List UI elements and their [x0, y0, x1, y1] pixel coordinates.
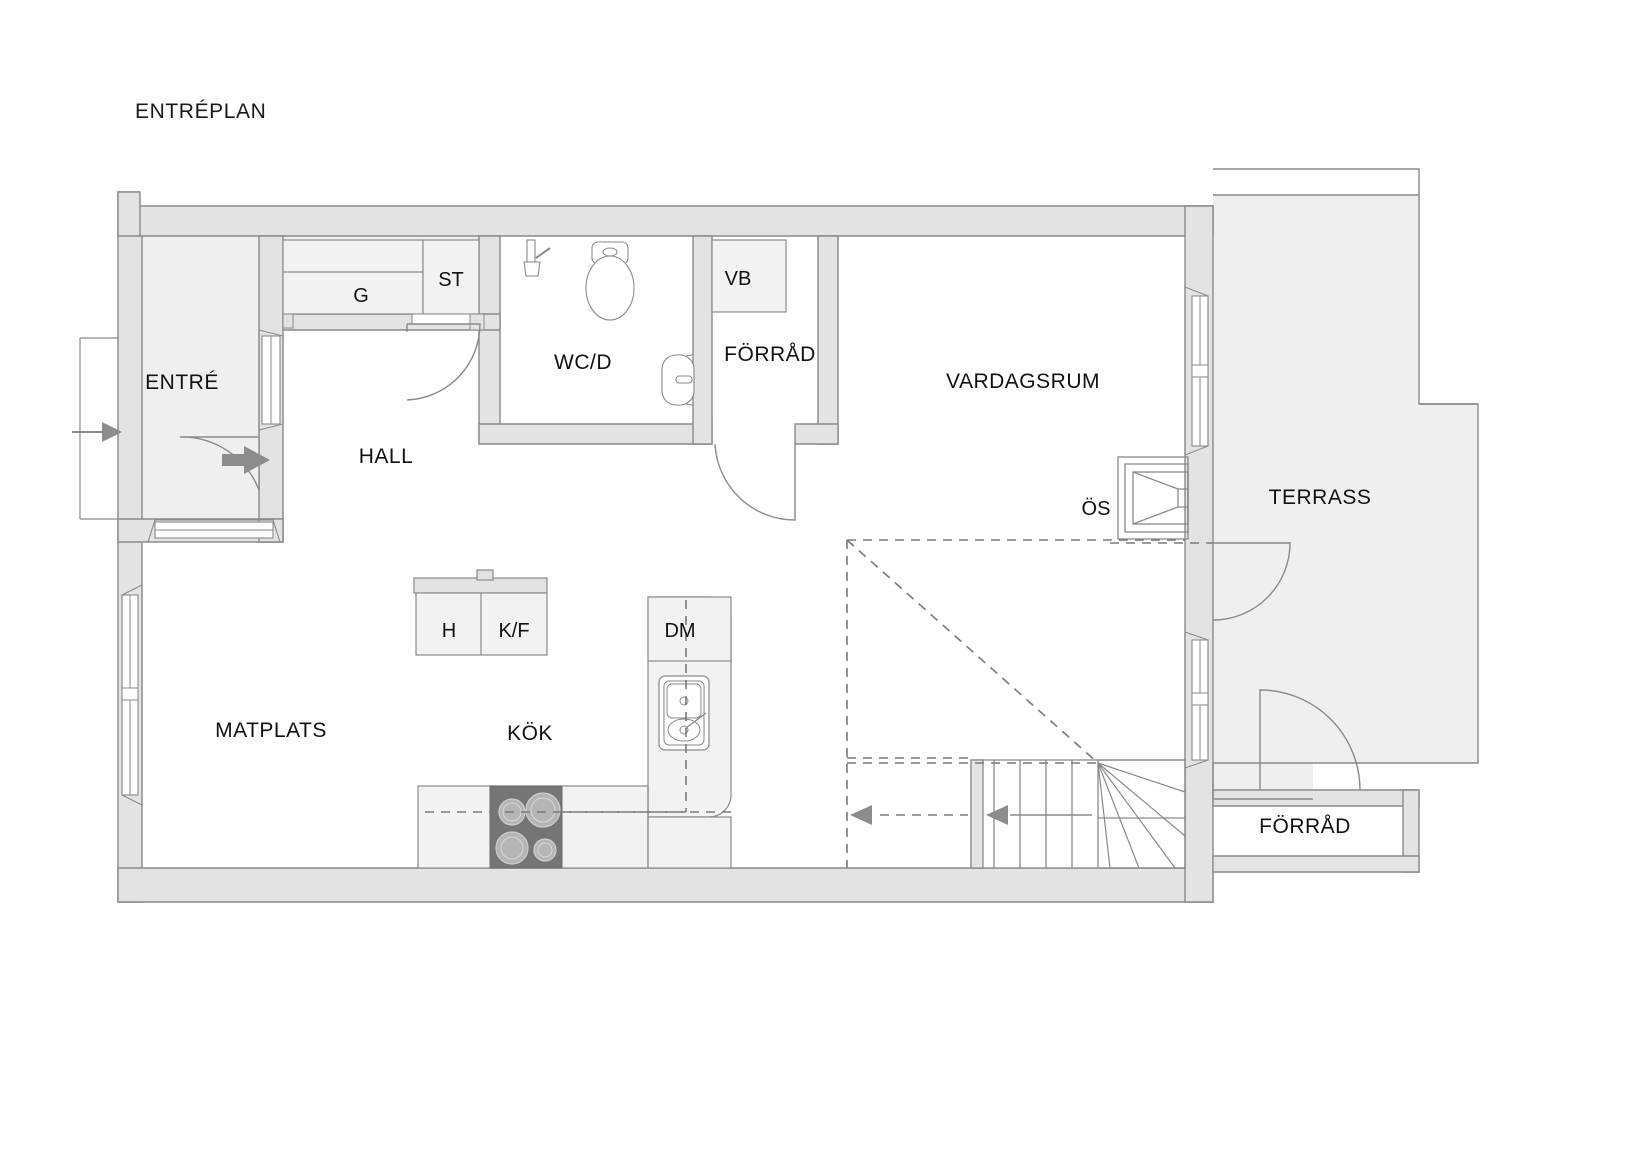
kitchen-bottom-counter — [417, 785, 732, 869]
closets — [282, 239, 485, 331]
stair-direction-arrow-1 — [850, 805, 968, 825]
page-title: ENTRÉPLAN — [135, 100, 267, 123]
shower-mixer-icon — [523, 239, 551, 277]
door-swings — [179, 323, 1361, 791]
walls — [117, 191, 1420, 903]
room-label-wc-dusch: WC/D — [554, 351, 612, 374]
window-entre-south — [147, 519, 281, 543]
fireplace-icon — [1117, 456, 1189, 540]
window-vardagsrum-upper — [1184, 286, 1209, 456]
stair-direction-arrow-2 — [986, 805, 1092, 825]
room-labels: ENTRÉ HALL G ST WC/D VB FÖRRÅD VARDAGSRU… — [145, 268, 1371, 838]
staircase — [970, 759, 1186, 869]
room-label-vb: VB — [725, 268, 752, 290]
toilet-icon — [585, 241, 635, 321]
closet-vb — [711, 239, 787, 313]
room-label-kok: KÖK — [507, 722, 553, 745]
wc-fixtures — [523, 239, 695, 406]
window-entre — [258, 329, 284, 431]
room-label-os: ÖS — [1082, 498, 1111, 520]
fixture-label-dishwasher: DM — [664, 620, 695, 642]
kitchen-upper-cabinets — [413, 569, 548, 656]
fixture-label-hood: H — [442, 620, 456, 642]
room-label-forrad-upper: FÖRRÅD — [724, 343, 816, 366]
room-label-stad: ST — [438, 269, 464, 291]
cooktop-icon — [489, 785, 563, 869]
dashed-reference-lines — [425, 539, 1213, 868]
room-label-matplats: MATPLATS — [215, 719, 327, 742]
entrance-porch-outline — [79, 337, 118, 520]
closet-garderob-box — [282, 239, 424, 315]
room-label-garderob: G — [353, 285, 369, 307]
dishwasher-box — [647, 596, 732, 662]
room-label-entre: ENTRÉ — [145, 371, 219, 394]
room-label-terrass: TERRASS — [1269, 486, 1372, 509]
terrace-outline — [1212, 168, 1479, 800]
kitchen — [413, 569, 732, 869]
direction-arrows — [72, 337, 1092, 825]
window-matplats — [121, 584, 143, 806]
window-vardagsrum-lower — [1184, 631, 1209, 769]
entrance-direction-arrow — [72, 422, 122, 442]
closet-stad-box — [422, 239, 480, 315]
kitchen-sink-run — [647, 596, 732, 818]
room-label-vardagsrum: VARDAGSRUM — [946, 370, 1100, 393]
washbasin-icon — [661, 354, 695, 406]
room-label-hall: HALL — [359, 445, 414, 468]
room-label-forrad-lower: FÖRRÅD — [1259, 815, 1351, 838]
fixture-label-fridge: K/F — [498, 620, 529, 642]
windows — [121, 286, 1209, 806]
fixture-labels: H K/F DM — [442, 620, 696, 642]
